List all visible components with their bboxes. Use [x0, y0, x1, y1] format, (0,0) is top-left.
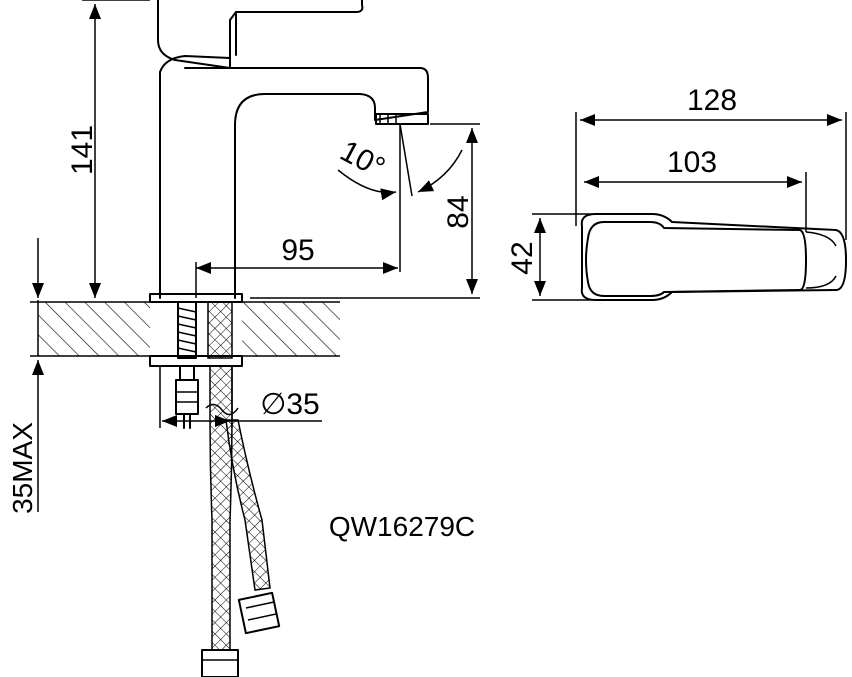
faucet-body: [149, 0, 429, 303]
label-35max: 35MAX: [7, 422, 38, 514]
dimension-spout-height: 84: [250, 123, 480, 299]
dimension-handle-length: 128: [575, 84, 847, 240]
label-diameter: ∅35: [260, 388, 320, 421]
dimension-height-total: 141: [66, 0, 150, 298]
handle-top-view: [580, 213, 847, 301]
dimension-angle: 10°: [335, 123, 463, 201]
label-42: 42: [506, 241, 539, 274]
label-128: 128: [687, 84, 737, 117]
flexible-hoses: [201, 365, 281, 677]
dimension-handle-width: 42: [506, 213, 594, 301]
label-141: 141: [66, 125, 99, 175]
dimension-spout-reach: 95: [195, 124, 401, 298]
model-code: QW16279C: [329, 511, 475, 542]
label-angle: 10°: [335, 134, 391, 184]
label-84: 84: [442, 195, 475, 228]
label-103: 103: [667, 146, 717, 179]
dimension-hole-diameter: ∅35: [159, 366, 322, 428]
dimension-max-thickness: 35MAX: [7, 238, 44, 514]
label-95: 95: [281, 234, 314, 267]
dimension-handle-inner-length: 103: [584, 146, 807, 232]
mounting-hardware: [149, 301, 243, 429]
